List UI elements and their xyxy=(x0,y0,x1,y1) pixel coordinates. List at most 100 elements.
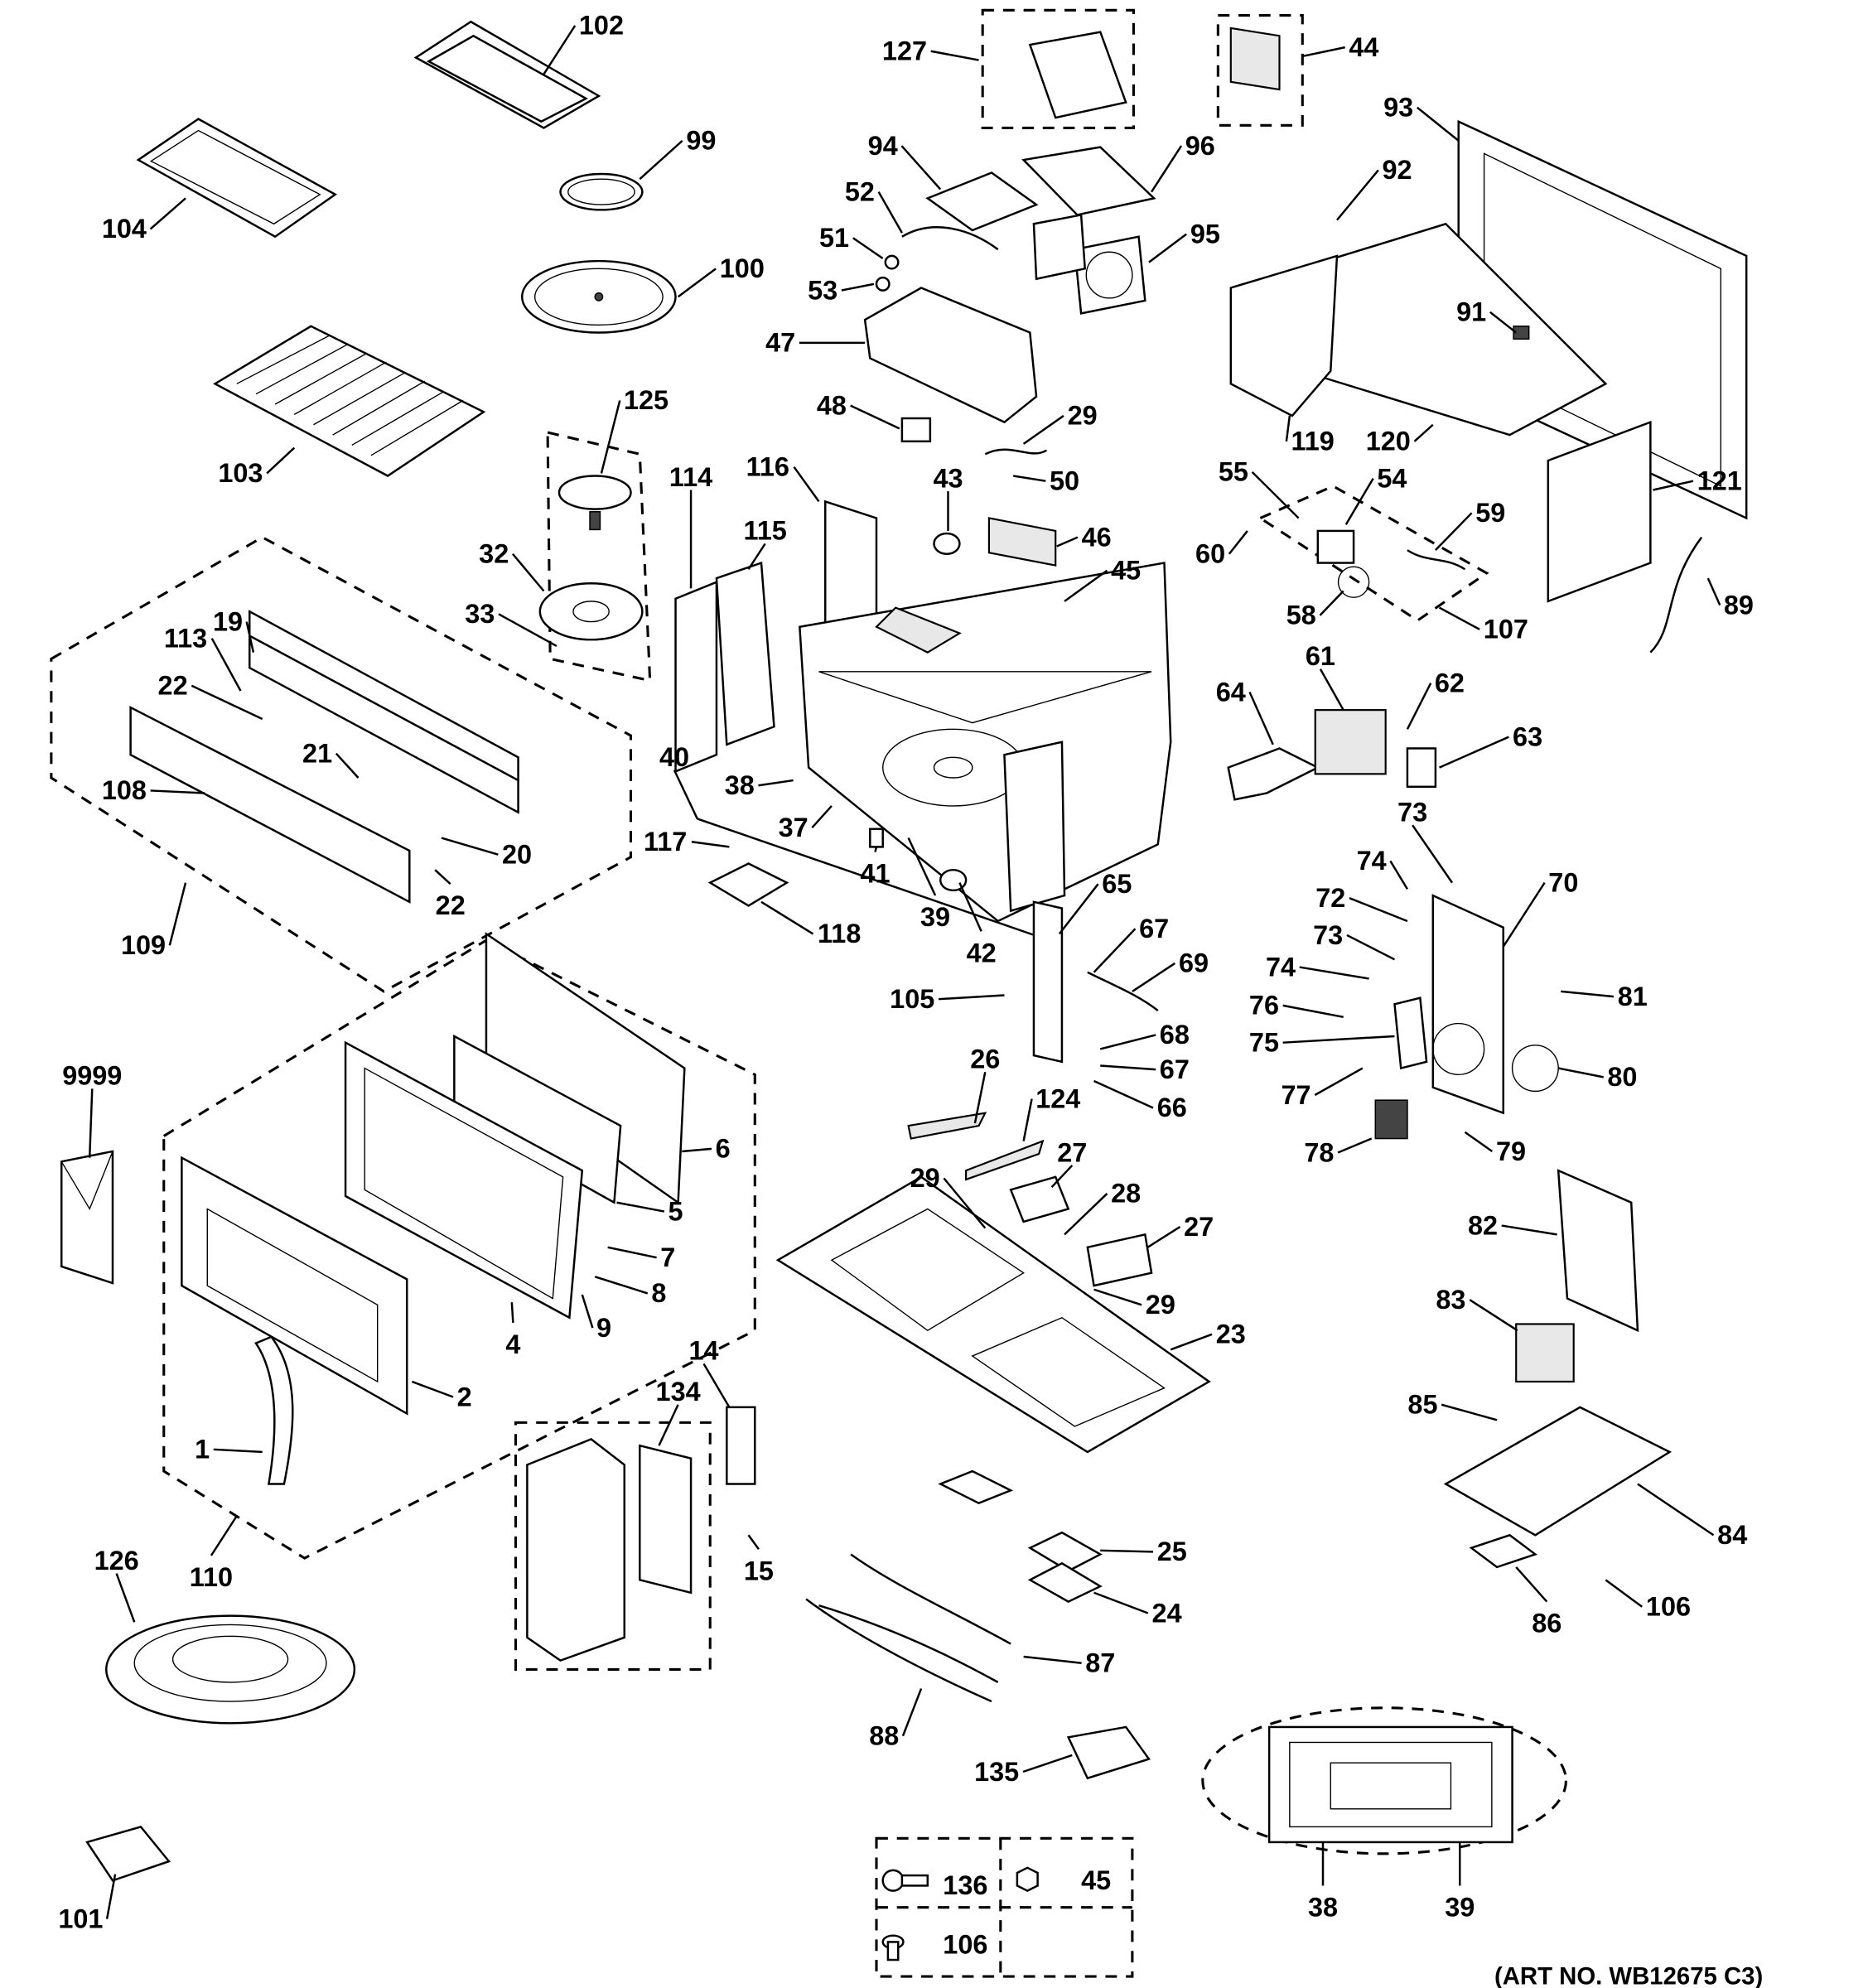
leader-line xyxy=(105,1874,117,1919)
leader-line xyxy=(1637,1483,1715,1537)
leader-line xyxy=(1056,536,1079,548)
callout-label-29: 29 xyxy=(1146,1290,1175,1320)
callout-label-27: 27 xyxy=(1184,1212,1214,1242)
leader-line xyxy=(1412,824,1454,884)
callout-label-67: 67 xyxy=(1139,914,1169,943)
part-135-bag xyxy=(1066,1725,1151,1780)
leader-line xyxy=(1151,145,1183,193)
leader-line xyxy=(510,1302,514,1323)
callout-label-117: 117 xyxy=(644,827,687,856)
callout-label-50: 50 xyxy=(1050,466,1079,496)
callout-label-120: 120 xyxy=(1366,427,1411,456)
leader-line xyxy=(1064,1193,1108,1236)
leader-line xyxy=(943,1177,987,1229)
callout-label-73: 73 xyxy=(1313,920,1343,950)
part-99-roller-ring xyxy=(559,172,644,211)
leader-line xyxy=(1346,934,1396,961)
group-44-box xyxy=(1216,13,1304,127)
leader-line xyxy=(1022,1754,1073,1773)
callout-label-40: 40 xyxy=(659,742,689,772)
callout-label-38: 38 xyxy=(725,770,755,800)
leader-line xyxy=(1417,106,1460,142)
callout-label-114: 114 xyxy=(669,462,712,492)
callout-label-92: 92 xyxy=(1383,155,1412,185)
part-52-wire xyxy=(901,226,999,251)
part-124-rail xyxy=(965,1139,1045,1181)
leader-line xyxy=(1228,530,1248,555)
leader-line xyxy=(88,1088,94,1158)
leader-line xyxy=(1093,928,1137,973)
callout-label-26: 26 xyxy=(970,1045,1000,1074)
part-80-fan-blade xyxy=(1511,1045,1559,1093)
callout-label-60: 60 xyxy=(1195,539,1225,569)
part-119-plate xyxy=(1229,254,1339,417)
screw-136-icon xyxy=(881,1869,929,1892)
callout-label-108: 108 xyxy=(102,775,147,805)
callout-label-39: 39 xyxy=(1445,1893,1475,1923)
callout-label-135: 135 xyxy=(974,1757,1019,1787)
leader-line xyxy=(1464,1131,1494,1152)
callout-label-38: 38 xyxy=(1308,1893,1338,1923)
callout-label-86: 86 xyxy=(1532,1609,1561,1638)
callout-label-88: 88 xyxy=(869,1721,899,1751)
leader-line xyxy=(1022,414,1064,445)
detail-ellipse xyxy=(1201,1706,1567,1855)
leader-line xyxy=(1337,1137,1373,1154)
callout-label-110: 110 xyxy=(190,1562,233,1592)
leader-line xyxy=(210,1515,238,1556)
leader-line xyxy=(1336,169,1379,221)
callout-label-104: 104 xyxy=(102,214,147,244)
leader-line xyxy=(1438,606,1480,630)
part-78-transformer xyxy=(1374,1099,1408,1140)
callout-label-95: 95 xyxy=(1190,219,1220,248)
leader-line xyxy=(115,1573,136,1623)
callout-label-63: 63 xyxy=(1513,721,1542,751)
group-125-box xyxy=(546,431,652,683)
leader-line xyxy=(543,25,577,75)
callout-label-29: 29 xyxy=(1068,401,1098,431)
hardware-45-label: 45 xyxy=(1081,1865,1111,1895)
part-83-transformer xyxy=(1515,1323,1575,1383)
part-87-wire xyxy=(850,1553,1011,1645)
callout-label-105: 105 xyxy=(890,984,934,1014)
leader-line xyxy=(1314,1067,1364,1097)
leader-line xyxy=(850,404,900,430)
callout-label-9: 9 xyxy=(596,1313,611,1343)
callout-label-72: 72 xyxy=(1315,883,1345,913)
leader-line xyxy=(1100,1549,1154,1553)
callout-label-22: 22 xyxy=(158,671,188,701)
leader-line xyxy=(702,1363,731,1408)
part-101-bag xyxy=(85,1825,171,1882)
callout-label-77: 77 xyxy=(1282,1080,1311,1110)
leader-line xyxy=(1302,46,1345,58)
hardware-kit-labels: 136 45 106 xyxy=(943,1865,1111,1959)
callout-label-23: 23 xyxy=(1216,1320,1246,1349)
callout-label-51: 51 xyxy=(819,223,849,253)
group-107-outline xyxy=(1257,485,1489,622)
part-70-bracket xyxy=(1431,894,1504,1115)
callout-label-43: 43 xyxy=(933,463,963,493)
callout-label-41: 41 xyxy=(860,859,890,889)
part-50-wire xyxy=(984,448,1048,456)
callout-label-119: 119 xyxy=(1291,427,1334,456)
callout-label-121: 121 xyxy=(1697,466,1742,496)
screw-106-icon xyxy=(881,1934,905,1961)
part-54-relay xyxy=(1316,529,1355,564)
callout-label-1: 1 xyxy=(195,1435,210,1464)
part-48-switch xyxy=(900,417,932,443)
leader-line xyxy=(210,638,242,692)
callout-label-32: 32 xyxy=(479,539,509,569)
leader-line xyxy=(1435,512,1473,551)
leader-line xyxy=(1058,883,1099,935)
leader-line xyxy=(1502,881,1546,948)
leader-line xyxy=(938,994,1005,1001)
leader-line xyxy=(594,1276,649,1295)
callout-label-48: 48 xyxy=(817,390,847,420)
leader-line xyxy=(852,237,884,259)
leader-line xyxy=(581,1294,594,1329)
part-5-film xyxy=(453,1034,622,1204)
leader-line xyxy=(213,1448,263,1454)
callout-label-20: 20 xyxy=(502,839,532,869)
callout-label-45: 45 xyxy=(1111,556,1141,586)
